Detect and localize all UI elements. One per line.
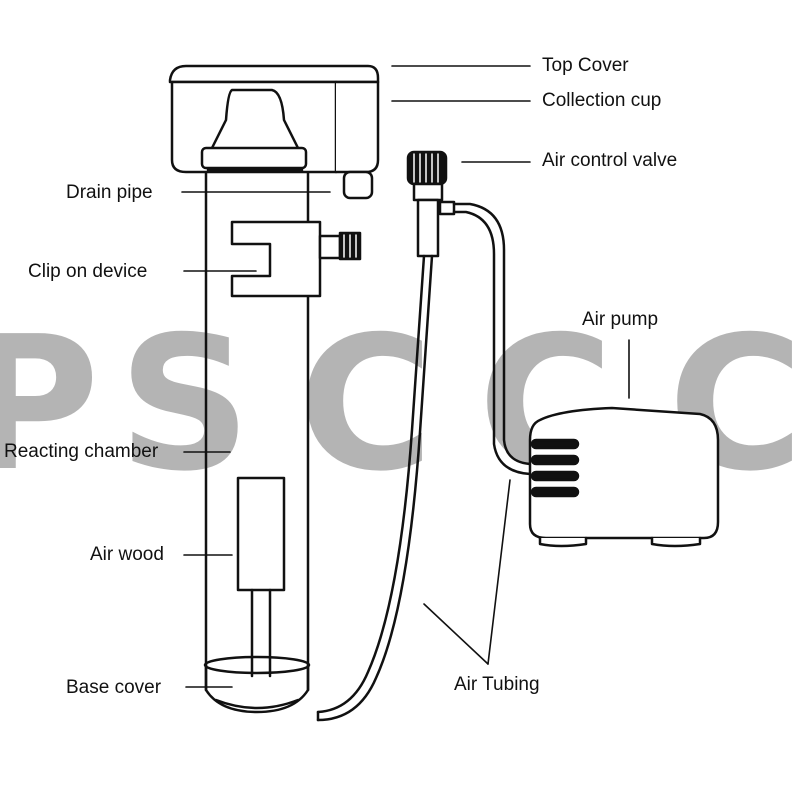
label-drain-pipe: Drain pipe: [66, 182, 153, 203]
label-collection-cup: Collection cup: [542, 90, 662, 111]
label-clip-on-device: Clip on device: [28, 261, 148, 282]
upper-air-tubing: [452, 202, 532, 476]
label-air-wood: Air wood: [90, 544, 164, 565]
lower-air-tubing: [316, 254, 434, 722]
label-base-cover: Base cover: [66, 677, 162, 698]
watermark-letter-c1: C: [298, 296, 434, 512]
watermark-letter-p: P: [0, 296, 100, 512]
label-reacting-chamber: Reacting chamber: [4, 441, 159, 462]
label-air-pump: Air pump: [582, 309, 659, 330]
label-air-tubing: Air Tubing: [454, 674, 540, 695]
label-air-control-valve: Air control valve: [542, 150, 678, 171]
air-pump-shape: [528, 406, 720, 548]
drain-pipe-shape: [342, 170, 374, 200]
air-control-valve-shape: [406, 150, 456, 258]
leader-air-tubing-1: [423, 603, 489, 665]
label-top-cover: Top Cover: [542, 55, 629, 76]
leader-lines: [181, 65, 630, 688]
leader-air-tubing-2: [487, 479, 511, 665]
base-cover-shape: [203, 655, 311, 714]
collection-cup-shape: [200, 88, 308, 172]
clip-on-device-shape: [230, 220, 362, 298]
watermark-letter-s1: S: [118, 296, 252, 512]
air-wood-shape: [236, 476, 286, 678]
